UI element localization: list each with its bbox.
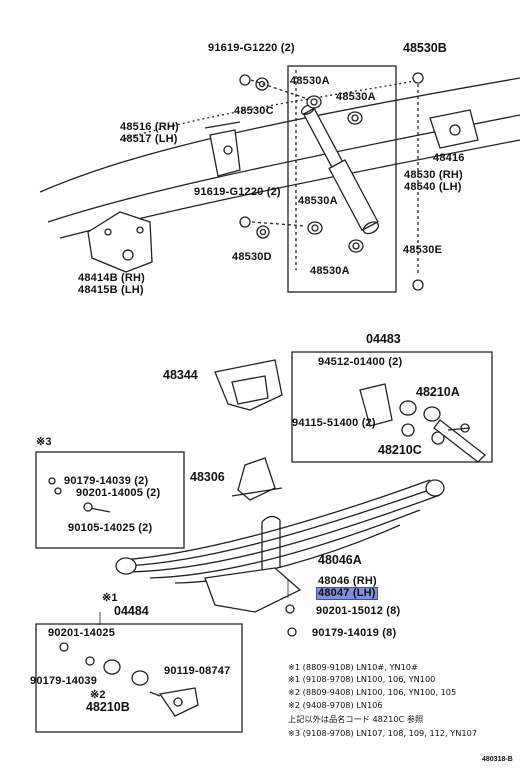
part-label-48530[interactable]: 48530 (RH) xyxy=(404,169,463,181)
u-bolt-icon xyxy=(261,515,281,570)
note-mark-x3: ※3 xyxy=(36,436,52,448)
part-label-48210b[interactable]: 48210B xyxy=(86,700,130,714)
bump-stopper-bracket-icon xyxy=(214,359,283,411)
part-label-48530a-2[interactable]: 48530A xyxy=(336,91,376,103)
part-label-04484[interactable]: 04484 xyxy=(114,604,149,618)
part-label-48046[interactable]: 48046 (RH) xyxy=(318,575,377,587)
part-label-48046a[interactable]: 48046A xyxy=(318,553,362,567)
note-line-5: 上記以外は品名コード 48210C 参照 xyxy=(288,714,424,724)
part-label-48516[interactable]: 48516 (RH) xyxy=(120,121,179,133)
frame-rail-mid xyxy=(47,114,521,223)
part-label-48414b[interactable]: 48414B (RH) xyxy=(78,272,146,284)
leaf-spring-icon xyxy=(115,479,445,584)
kit-box-04483 xyxy=(291,351,493,463)
part-label-90201-2[interactable]: 90201-14005 (2) xyxy=(76,487,161,499)
note-line-2: ※1 (9108-9708) LN100, 106, YN100 xyxy=(288,674,436,684)
part-label-94512[interactable]: 94512-01400 (2) xyxy=(318,356,403,368)
bolt-icons xyxy=(239,72,424,291)
part-label-48416[interactable]: 48416 xyxy=(433,152,465,164)
part-label-48306[interactable]: 48306 xyxy=(190,470,225,484)
part-label-90201-8[interactable]: 90201-15012 (8) xyxy=(316,605,401,617)
part-label-48047-highlighted[interactable]: 48047 (LH) xyxy=(316,587,378,600)
note-mark-x1: ※1 xyxy=(102,592,118,604)
x3-parts xyxy=(48,477,111,513)
spring-hanger-icon xyxy=(87,211,153,273)
part-label-48517[interactable]: 48517 (LH) xyxy=(120,133,178,145)
part-label-90201-14025[interactable]: 90201-14025 xyxy=(48,627,116,639)
kit-box-04484 xyxy=(35,623,243,733)
part-label-04483[interactable]: 04483 xyxy=(366,332,401,346)
diagram-ref-code: 480318-B xyxy=(482,756,513,763)
note-line-4: ※2 (9408-9708) LN106 xyxy=(288,700,383,710)
part-label-48530a-3[interactable]: 48530A xyxy=(298,195,338,207)
part-label-48415b[interactable]: 48415B (LH) xyxy=(78,284,144,296)
part-label-91619-mid[interactable]: 91619-G1220 (2) xyxy=(194,186,281,198)
note-line-1: ※1 (8809-9108) LN10#, YN10# xyxy=(288,662,418,672)
kit-04483-parts xyxy=(359,383,486,463)
part-label-90105[interactable]: 90105-14025 (2) xyxy=(68,522,153,534)
part-label-48530e[interactable]: 48530E xyxy=(403,244,443,256)
kit-04484-parts xyxy=(59,642,199,717)
shackle-bracket-icon xyxy=(204,121,241,177)
part-label-48530b[interactable]: 48530B xyxy=(403,41,447,55)
spring-bumper-icon xyxy=(231,457,283,501)
part-label-90179-2[interactable]: 90179-14039 (2) xyxy=(64,475,149,487)
part-label-90179-8[interactable]: 90179-14019 (8) xyxy=(312,627,397,639)
note-line-3: ※2 (8809-9408) LN100, 106, YN100, 105 xyxy=(288,687,457,697)
shock-box xyxy=(287,65,397,293)
frame-bracket-48416-icon xyxy=(429,109,479,149)
frame-rail-upper xyxy=(39,77,521,193)
part-label-94115[interactable]: 94115-51400 (2) xyxy=(292,417,376,429)
part-label-90119[interactable]: 90119-08747 xyxy=(164,665,231,677)
part-label-48210a[interactable]: 48210A xyxy=(416,385,460,399)
spring-seat-icon xyxy=(204,567,302,614)
part-label-48530a-1[interactable]: 48530A xyxy=(290,75,330,87)
part-label-48344[interactable]: 48344 xyxy=(163,368,198,382)
note-line-6: ※3 (9108-9708) LN107, 108, 109, 112, YN1… xyxy=(288,728,478,738)
part-label-48530c[interactable]: 48530C xyxy=(234,105,274,117)
part-label-90179-14039[interactable]: 90179-14039 xyxy=(30,675,98,687)
part-label-48210c[interactable]: 48210C xyxy=(378,443,422,457)
kit-box-x3 xyxy=(35,451,185,549)
bushing-icons xyxy=(255,77,364,253)
part-label-48540[interactable]: 48540 (LH) xyxy=(404,181,462,193)
part-label-48530a-4[interactable]: 48530A xyxy=(310,265,350,277)
part-label-91619-top[interactable]: 91619-G1220 (2) xyxy=(208,42,295,54)
part-label-48530d[interactable]: 48530D xyxy=(232,251,272,263)
note-mark-x2: ※2 xyxy=(90,689,106,701)
